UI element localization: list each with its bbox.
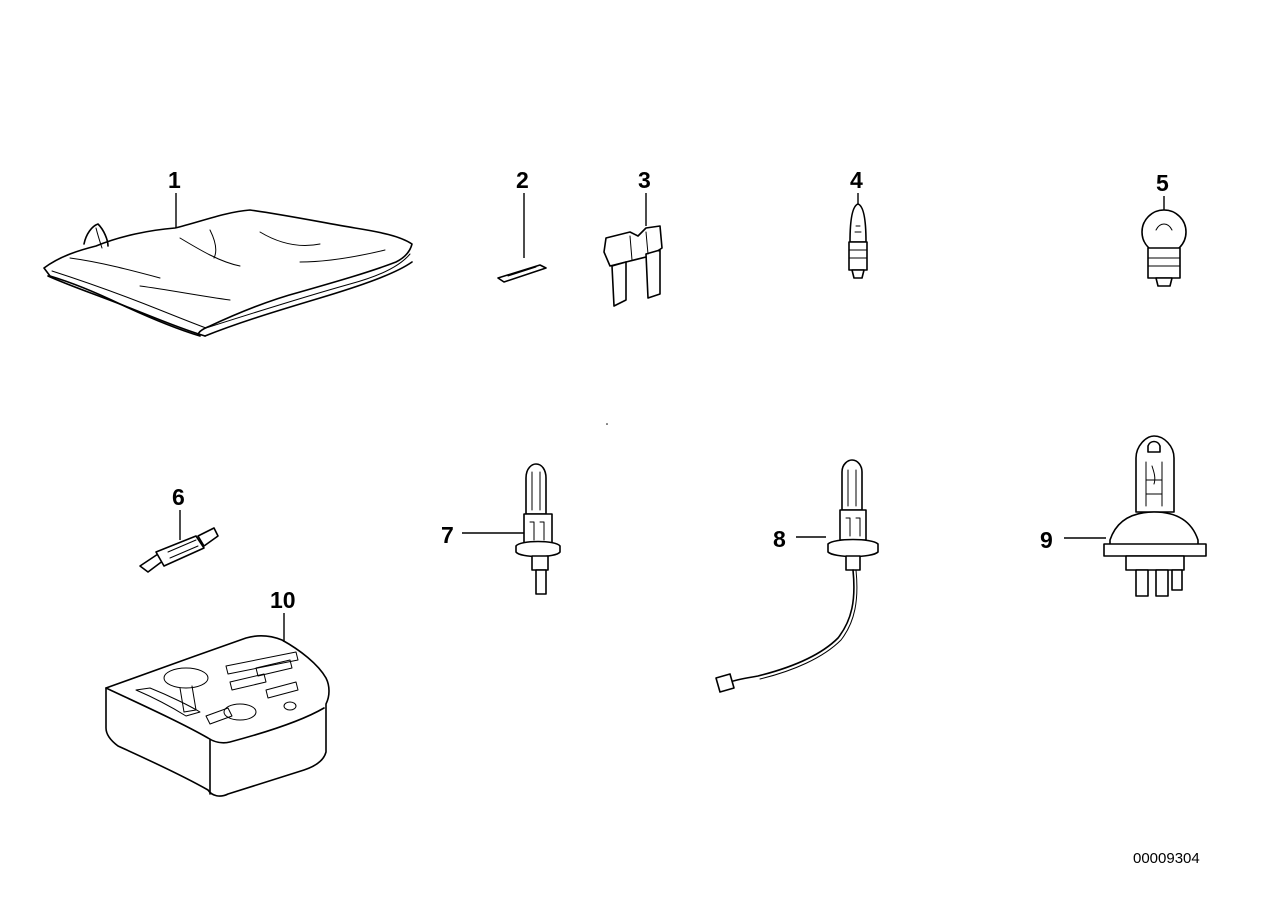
h3-bulb-with-wire-icon	[715, 459, 879, 693]
callout-10: 10	[270, 587, 296, 613]
document-number: 00009304	[1133, 850, 1200, 867]
callout-6: 6	[172, 484, 185, 510]
callout-9: 9	[1040, 527, 1053, 553]
festoon-bulb-icon	[139, 527, 219, 573]
callout-5: 5	[1156, 170, 1169, 196]
fuse-clip-icon	[603, 225, 663, 307]
h1-bulb-icon	[515, 463, 561, 595]
cloth-bag-icon	[43, 209, 413, 337]
callout-4: 4	[850, 167, 863, 193]
small-bulb-icon	[848, 203, 868, 279]
callout-1: 1	[168, 167, 181, 193]
callout-7: 7	[441, 522, 454, 548]
callout-3: 3	[638, 167, 651, 193]
storage-box-icon	[105, 635, 330, 797]
callout-8: 8	[773, 526, 786, 552]
stray-mark	[606, 423, 608, 425]
callout-2: 2	[516, 167, 529, 193]
blade-fuse-icon	[497, 264, 547, 283]
h4-bulb-icon	[1103, 435, 1207, 597]
round-bulb-icon	[1141, 209, 1187, 287]
